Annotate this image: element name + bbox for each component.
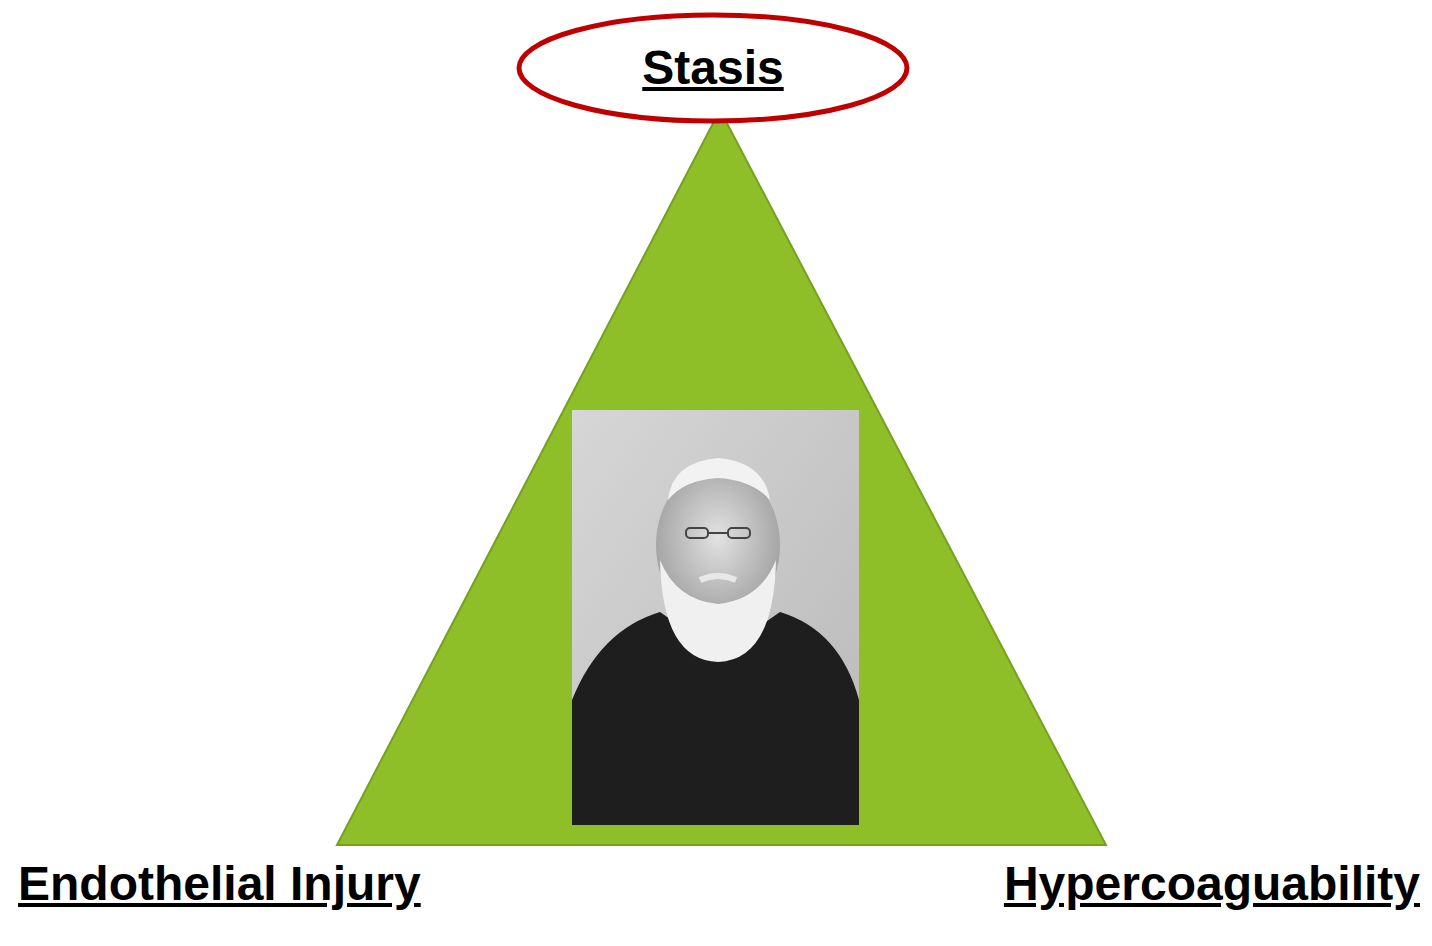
portrait-photo [572, 410, 859, 825]
node-title: Stasis [642, 40, 783, 95]
ellipse-node: Stasis [516, 12, 910, 124]
triad-factor-label: Endothelial Injury [18, 856, 421, 911]
green-triangle [337, 110, 1106, 845]
triad-factor-label: Hypercoaguability [1004, 856, 1420, 911]
